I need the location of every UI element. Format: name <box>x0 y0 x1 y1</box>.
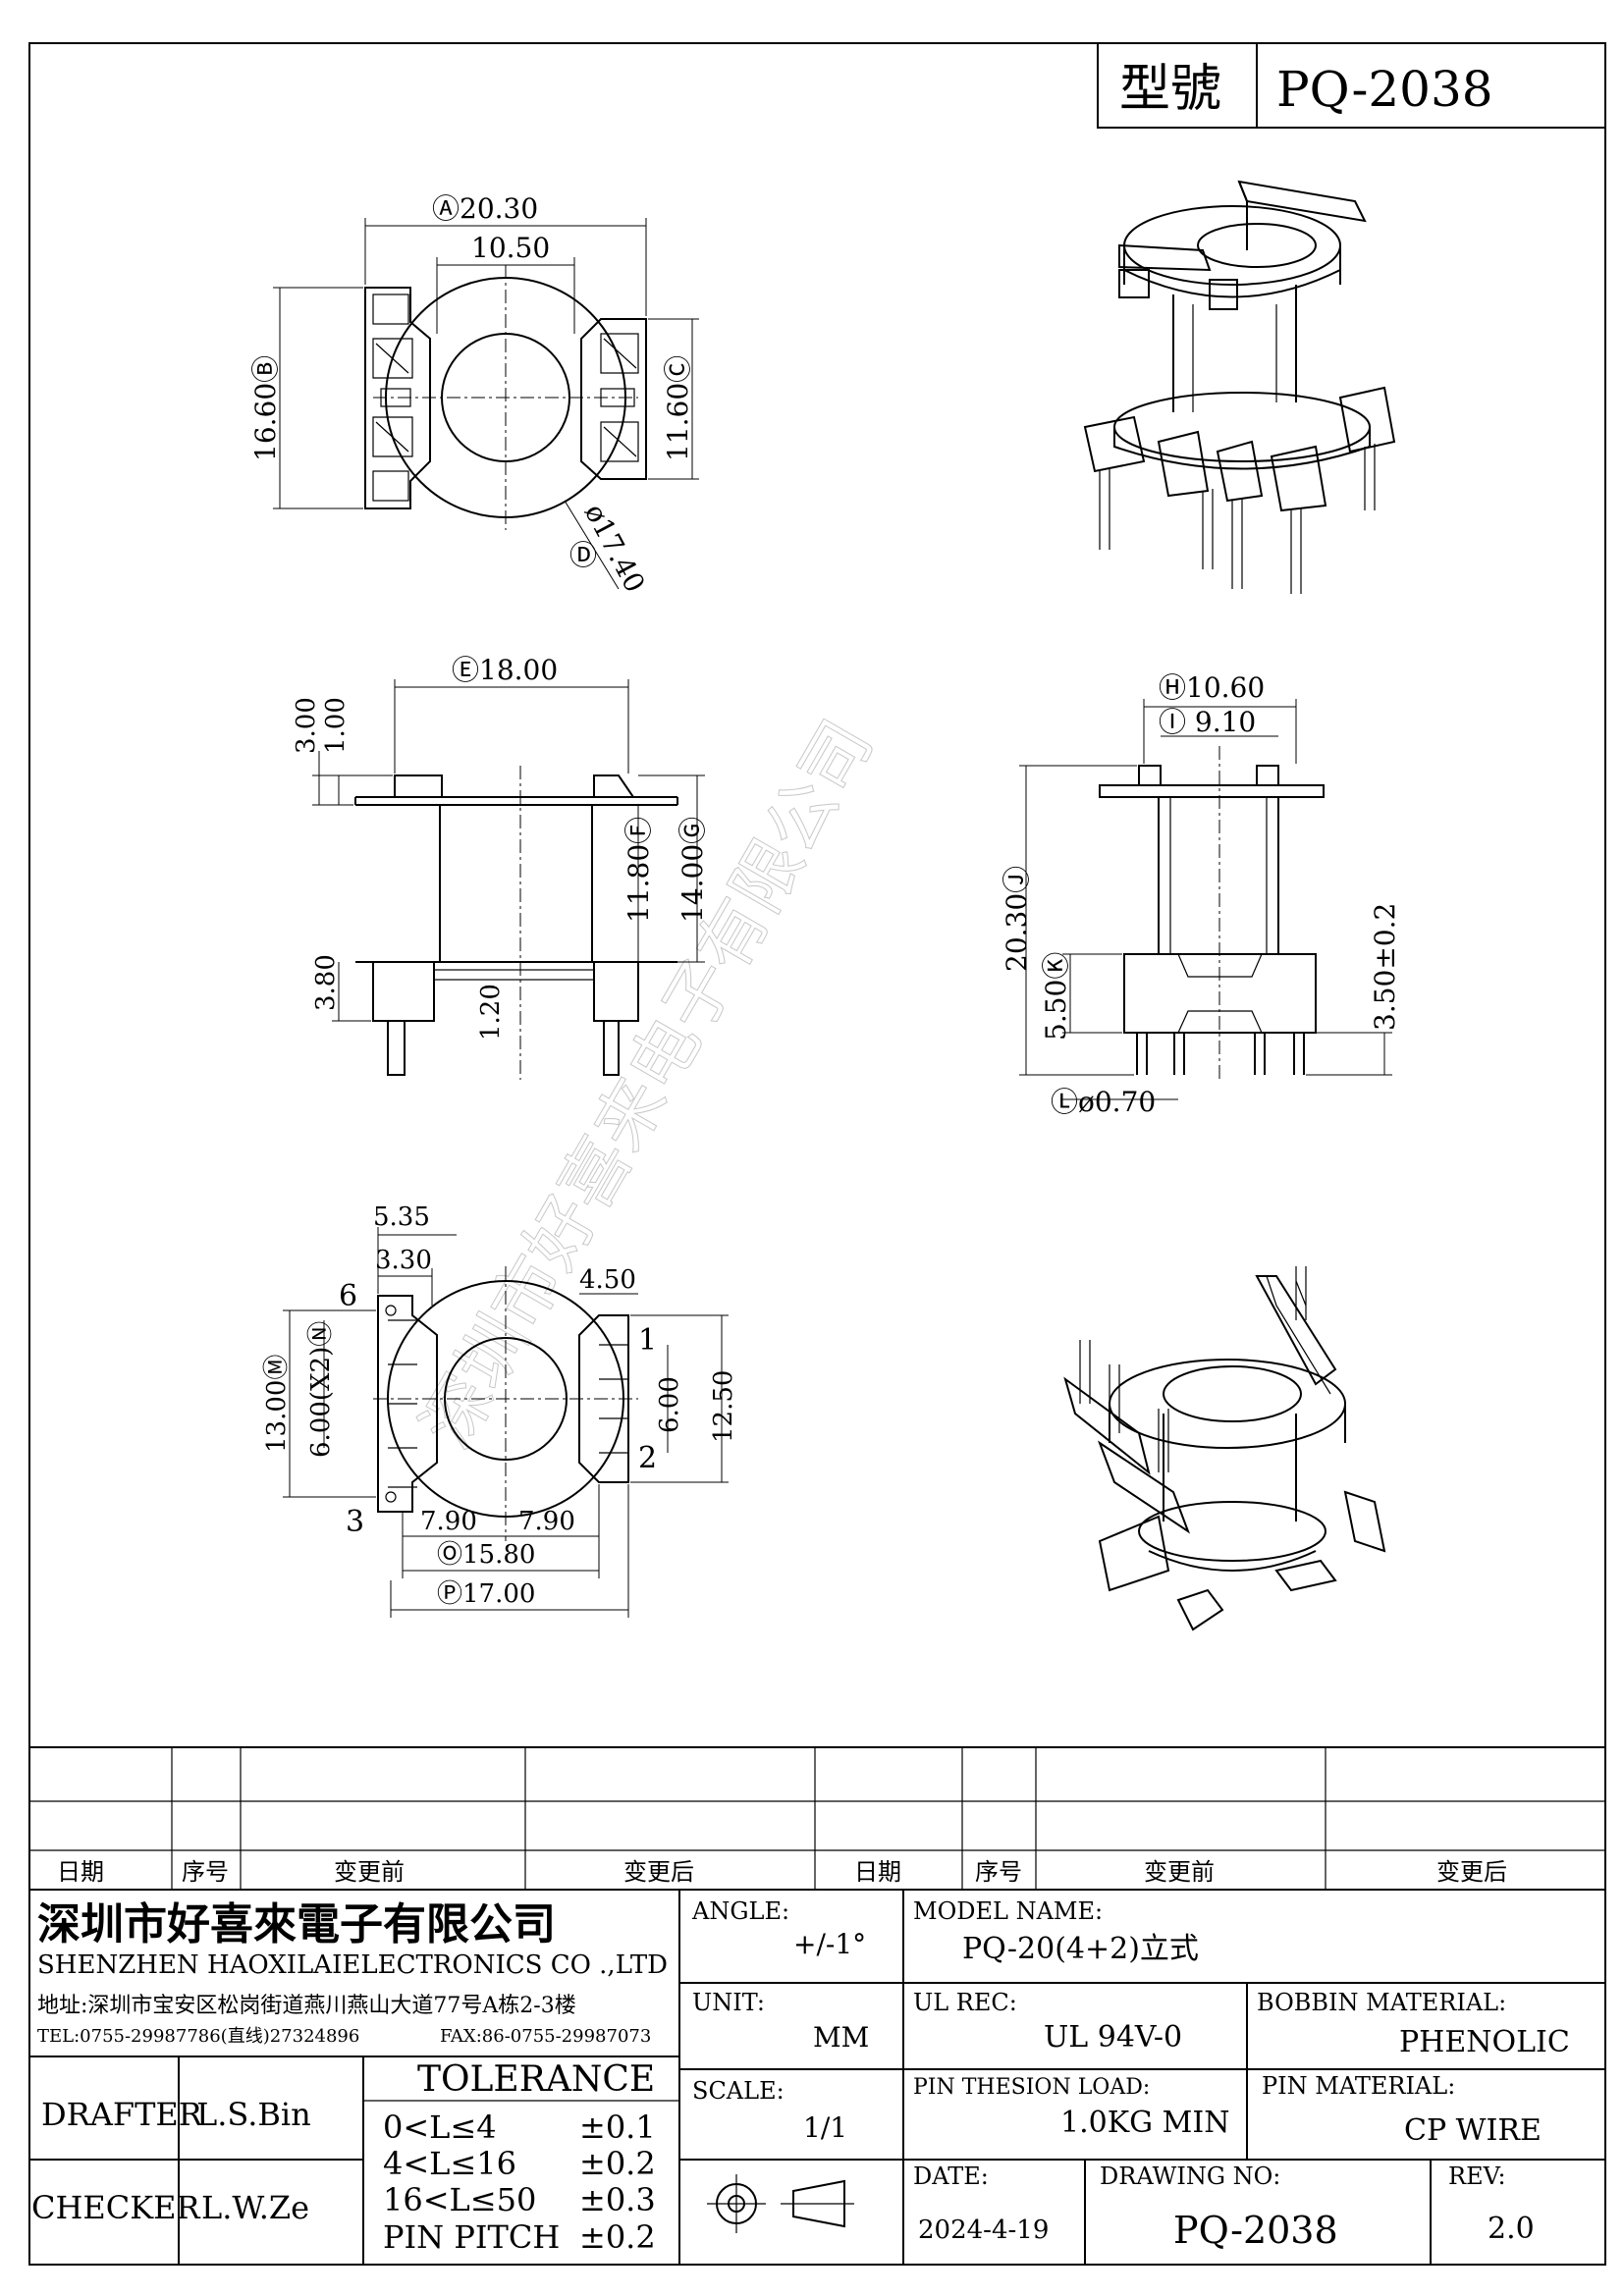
unit-value: MM <box>813 2021 869 2054</box>
dim-top-100: 1.00 <box>321 697 351 754</box>
date-value: 2024-4-19 <box>918 2216 1049 2245</box>
bobbin-material-value: PHENOLIC <box>1399 2025 1570 2059</box>
rev-header-seq-2: 序号 <box>975 1858 1022 1886</box>
dim-w450: 4.50 <box>579 1265 636 1295</box>
isometric-view-top <box>1083 180 1396 594</box>
pin-label-6: 6 <box>339 1279 357 1313</box>
tolerance-range-2: 4<L≤16 <box>383 2145 516 2182</box>
dim-top-300: 3.00 <box>292 697 321 754</box>
tolerance-range-3: 16<L≤50 <box>383 2181 536 2218</box>
model-name-label: MODEL NAME: <box>913 1897 1103 1925</box>
dim-n: 6.00(X2)Ⓝ <box>306 1321 336 1458</box>
rev-header-after-1: 变更后 <box>623 1858 694 1886</box>
dim-e: Ⓔ18.00 <box>452 654 558 686</box>
dim-pin-120: 1.20 <box>476 984 506 1041</box>
company-name-en: SHENZHEN HAOXILAIELECTRONICS CO .,LTD <box>37 1950 668 1980</box>
drafter-value: L.S.Bin <box>196 2096 311 2133</box>
rev-header-seq-1: 序号 <box>182 1858 229 1886</box>
ul-rec-label: UL REC: <box>913 1989 1017 2016</box>
isometric-view-bottom <box>1063 1266 1386 1631</box>
dim-pin-len: 3.50±0.2 <box>1369 903 1401 1031</box>
dim-b: 16.60Ⓑ <box>249 355 282 461</box>
rev-header-after-2: 变更后 <box>1436 1858 1507 1886</box>
dim-a: Ⓐ20.30 <box>432 192 538 225</box>
model-name-value: PQ-20(4+2)立式 <box>962 1932 1199 1966</box>
dim-h600: 6.00 <box>655 1376 684 1433</box>
bobbin-material-label: BOBBIN MATERIAL: <box>1257 1989 1506 2016</box>
front-view: Ⓔ18.00 3.00 1.00 11.80Ⓕ 14.00Ⓖ 3.80 1.20 <box>292 654 709 1080</box>
pin-load-label: PIN THESION LOAD: <box>913 2075 1150 2100</box>
tolerance-range-1: 0<L≤4 <box>383 2109 497 2146</box>
tolerance-value-1: ±0.1 <box>579 2109 656 2146</box>
dim-i: Ⓘ 9.10 <box>1159 706 1256 738</box>
pin-material-value: CP WIRE <box>1404 2113 1542 2148</box>
dim-m: 13.00Ⓜ <box>262 1355 292 1453</box>
rev-header-before-2: 变更前 <box>1144 1858 1215 1886</box>
tolerance-value-3: ±0.3 <box>579 2181 656 2218</box>
dim-h: Ⓗ10.60 <box>1159 671 1265 704</box>
company-address: 地址:深圳市宝安区松岗街道燕川燕山大道77号A栋2-3楼 <box>37 1994 576 2018</box>
rev-header-date-1: 日期 <box>57 1858 104 1886</box>
angle-value: +/-1° <box>793 1928 866 1960</box>
company-name-cn: 深圳市好喜來電子有限公司 <box>37 1899 556 1949</box>
drawing-no-label: DRAWING NO: <box>1100 2163 1280 2190</box>
dim-g: 14.00Ⓖ <box>677 817 709 923</box>
dim-d-circle: Ⓓ <box>569 539 597 571</box>
pin-material-label: PIN MATERIAL: <box>1262 2072 1455 2100</box>
dim-c: 11.60Ⓒ <box>662 355 694 461</box>
dim-l: Ⓛø0.70 <box>1051 1086 1156 1118</box>
scale-label: SCALE: <box>692 2077 785 2105</box>
rev-header-date-2: 日期 <box>854 1858 901 1886</box>
projection-symbol <box>707 2174 854 2233</box>
dim-w535: 5.35 <box>373 1202 430 1232</box>
ul-rec-value: UL 94V-0 <box>1044 2020 1182 2055</box>
pin-load-value: 1.0KG MIN <box>1060 2106 1229 2140</box>
dim-h1250: 12.50 <box>709 1370 738 1443</box>
dim-k: 5.50Ⓚ <box>1040 952 1072 1041</box>
date-label: DATE: <box>913 2163 989 2190</box>
tolerance-title: TOLERANCE <box>417 2059 655 2100</box>
rev-label: REV: <box>1448 2163 1506 2190</box>
pin-label-3: 3 <box>346 1505 364 1539</box>
unit-label: UNIT: <box>692 1989 765 2016</box>
dim-half-left: 7.90 <box>420 1507 477 1536</box>
model-label: 型號 <box>1119 60 1221 119</box>
rev-header-before-1: 变更前 <box>334 1858 405 1886</box>
side-view: Ⓗ10.60 Ⓘ 9.10 20.30Ⓙ 5.50Ⓚ 3.50±0.2 Ⓛø0.… <box>1001 671 1401 1118</box>
checker-label: CHECKER <box>31 2189 201 2226</box>
drawing-no-value: PQ-2038 <box>1173 2209 1338 2252</box>
model-value: PQ-2038 <box>1276 61 1493 118</box>
dim-inner: 10.50 <box>471 232 550 264</box>
pin-label-1: 1 <box>638 1323 657 1358</box>
tolerance-value-4: ±0.2 <box>579 2218 656 2256</box>
company-tel: TEL:0755-29987786(直线)27324896 <box>37 2026 359 2047</box>
company-fax: FAX:86-0755-29987073 <box>440 2026 651 2047</box>
scale-value: 1/1 <box>803 2111 847 2144</box>
pin-label-2: 2 <box>638 1441 657 1475</box>
model-title-block: 型號 PQ-2038 <box>1097 42 1606 129</box>
dim-bottom-380: 3.80 <box>311 954 341 1011</box>
bottom-view: 5.35 3.30 4.50 13.00Ⓜ 6.00(X2)Ⓝ 6.00 12.… <box>262 1202 738 1618</box>
dim-w330: 3.30 <box>375 1246 432 1275</box>
dim-p: Ⓟ17.00 <box>437 1579 535 1609</box>
info-block: 深圳市好喜來電子有限公司 SHENZHEN HAOXILAIELECTRONIC… <box>29 1890 1605 2265</box>
checker-value: L.W.Ze <box>201 2189 309 2226</box>
tolerance-value-2: ±0.2 <box>579 2145 656 2182</box>
dim-j: 20.30Ⓙ <box>1001 866 1033 972</box>
top-view: Ⓐ20.30 10.50 16.60Ⓑ 11.60Ⓒ Ⓓ ø17.40 <box>249 192 699 598</box>
revision-table: 日期 序号 变更前 变更后 日期 序号 变更前 变更后 <box>29 1746 1605 1891</box>
dim-half-right: 7.90 <box>518 1507 575 1536</box>
angle-label: ANGLE: <box>691 1897 789 1925</box>
sheet-border <box>28 42 1606 2266</box>
dim-f: 11.80Ⓕ <box>623 817 655 923</box>
rev-value: 2.0 <box>1488 2212 1535 2246</box>
drafter-label: DRAFTER <box>41 2096 203 2133</box>
tolerance-range-4: PIN PITCH <box>383 2218 560 2256</box>
dim-o: Ⓞ15.80 <box>437 1540 535 1570</box>
